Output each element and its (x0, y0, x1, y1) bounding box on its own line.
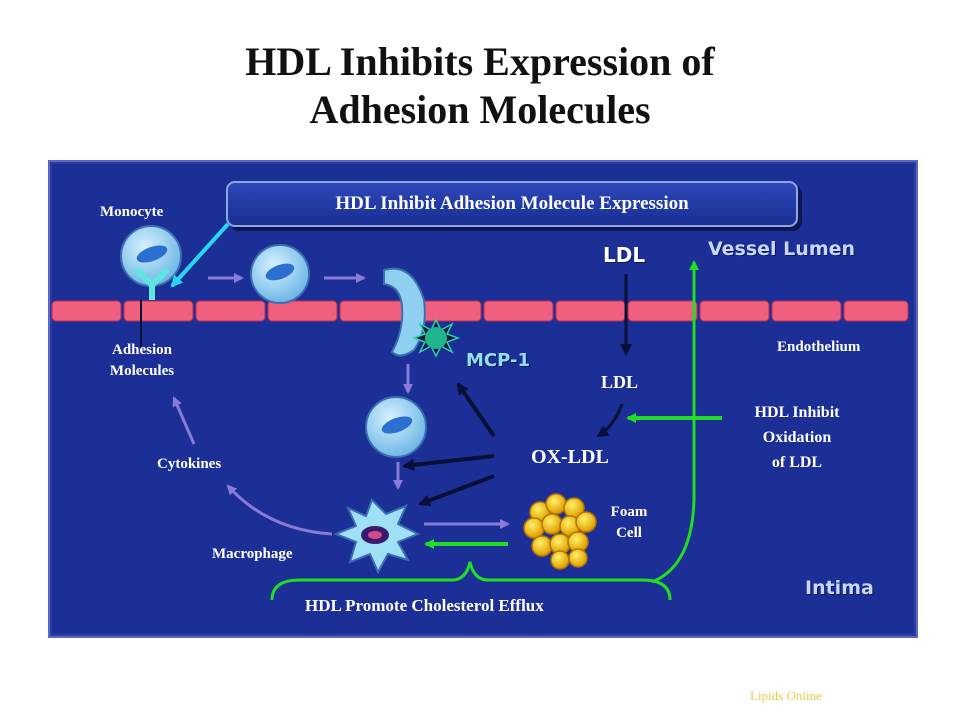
endothelial-cell (627, 300, 698, 322)
slide-title: HDL Inhibits Expression of Adhesion Mole… (0, 38, 960, 134)
foam-label-line-2: Cell (616, 525, 642, 541)
intima-monocyte (365, 396, 427, 458)
oxldl-label: OX-LDL (531, 446, 609, 468)
hdl-ox-line-1: HDL Inhibit (754, 404, 840, 421)
endothelial-cell (267, 300, 338, 322)
hdl-ox-line-2: Oxidation (762, 429, 832, 446)
endothelium-label: Endothelium (777, 339, 861, 355)
banner-pointer-arrow (170, 222, 230, 288)
adhesion-label-line-1: Adhesion (111, 342, 173, 358)
cytokine-release-arrow (226, 484, 333, 536)
cytokines-label: Cytokines (157, 456, 222, 472)
macrophage-cell (333, 498, 421, 575)
adhesion-label-line-2: Molecules (109, 363, 175, 379)
adhesion-molecule-icon (135, 268, 169, 352)
rolling-monocyte (250, 244, 310, 304)
cytokine-to-adhesion-arrow (172, 396, 196, 445)
oxldl-to-monocyte-arrow (402, 454, 495, 471)
mcp1-chemokine-icon (411, 318, 461, 358)
monocyte-label: Monocyte (100, 204, 164, 220)
endothelial-cell (51, 300, 122, 322)
footer-credit: Lipids Online (750, 688, 822, 703)
oxldl-to-mcp1-arrow (456, 382, 496, 438)
foam-cell-label: Foam Cell (600, 502, 658, 544)
hdl-ox-line-3: of LDL (771, 454, 823, 471)
efflux-brace (270, 561, 672, 601)
vessel-lumen-label: Vessel Lumen (708, 238, 856, 260)
endothelial-cell (843, 300, 909, 322)
adhesion-molecules-label: Adhesion Molecules (104, 340, 180, 382)
ldl-lumen-label: LDL (603, 243, 646, 267)
endothelial-cell (195, 300, 266, 322)
slide-title-line-2: Adhesion Molecules (309, 87, 651, 132)
endothelium-layer (51, 300, 909, 322)
endothelial-cell (771, 300, 842, 322)
diagram-panel (48, 160, 918, 638)
intima-label: Intima (805, 577, 874, 599)
macrophage-label: Macrophage (212, 546, 293, 562)
endothelial-cell (339, 300, 410, 322)
migrating-monocyte (383, 267, 426, 357)
endothelial-cell (123, 300, 194, 322)
hdl-inhibit-oxidation-label: HDL Inhibit Oxidation of LDL (738, 400, 856, 475)
monocyte-cell (120, 225, 182, 287)
foam-label-line-1: Foam (610, 504, 648, 520)
ldl-intima-label: LDL (601, 372, 639, 392)
hdl-return-arrow (651, 260, 699, 584)
hdl-inhibit-banner: HDL Inhibit Adhesion Molecule Expression (226, 181, 798, 227)
endothelial-cell (699, 300, 770, 322)
ldl-oxidation-arrow (596, 403, 624, 438)
cholesterol-efflux-label: HDL Promote Cholesterol Efflux (305, 596, 544, 615)
foam-cell-cluster (523, 493, 597, 570)
endothelial-cell (555, 300, 626, 322)
endothelial-cell (483, 300, 554, 322)
slide-title-line-1: HDL Inhibits Expression of (245, 39, 715, 84)
mcp1-label: MCP-1 (466, 350, 530, 371)
oxldl-to-macrophage-arrow (418, 474, 495, 507)
